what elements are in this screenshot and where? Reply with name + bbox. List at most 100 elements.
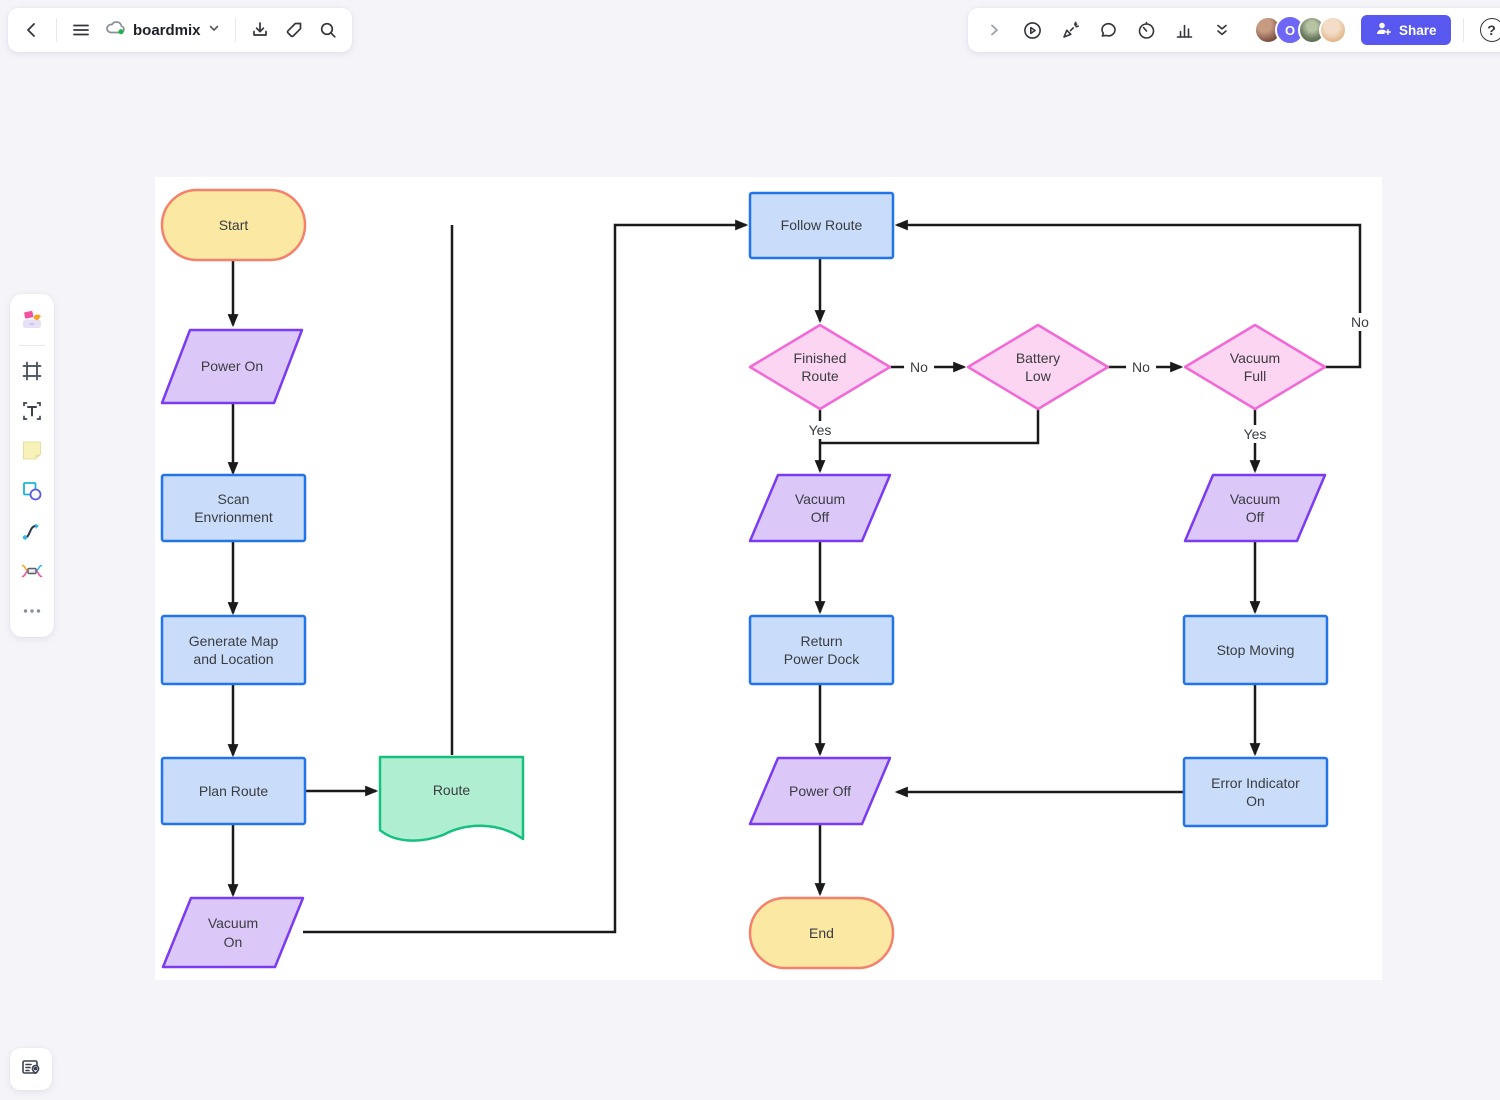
node-finished-route[interactable]: Finished Route: [793, 349, 847, 384]
node-shape-battery-low[interactable]: [966, 323, 1110, 411]
shapes-icon: [20, 479, 44, 503]
node-vacuum-on[interactable]: Vacuum On: [207, 915, 259, 950]
search-icon: [318, 20, 338, 40]
board-title-menu[interactable]: boardmix: [99, 18, 227, 43]
double-chevron-down-icon: [1213, 21, 1231, 39]
node-shape-vacuum-on[interactable]: [161, 896, 305, 969]
node-shape-power-on[interactable]: [160, 328, 304, 405]
node-plan-route[interactable]: Plan Route: [198, 782, 269, 799]
bar-chart-icon: [1174, 20, 1195, 41]
node-shape-follow-route[interactable]: [748, 191, 895, 260]
edge-label-no-2[interactable]: No: [1345, 313, 1375, 331]
node-power-on[interactable]: Power On: [200, 358, 264, 375]
node-shape-error-indicator-on[interactable]: [1182, 756, 1329, 828]
topbar-right: O Share ?: [968, 8, 1500, 52]
vote-chart-button[interactable]: [1168, 14, 1200, 46]
node-vacuum-full[interactable]: Vacuum Full: [1229, 349, 1281, 384]
templates-icon: [19, 307, 45, 333]
node-battery-low[interactable]: Battery Low: [1015, 349, 1061, 384]
share-button[interactable]: Share: [1361, 15, 1451, 45]
edge-vacuum-on-to-follow-route[interactable]: [303, 219, 749, 934]
node-shape-return-power-dock[interactable]: [748, 614, 895, 686]
timer-icon: [1136, 20, 1157, 41]
node-power-off[interactable]: Power Off: [789, 782, 851, 799]
node-start[interactable]: Start: [218, 216, 249, 233]
node-shape-stop-moving[interactable]: [1182, 614, 1329, 686]
sticky-note-tool[interactable]: [14, 433, 50, 469]
node-shape-scan-environment[interactable]: [160, 473, 307, 543]
ellipsis-icon: [20, 599, 44, 623]
more-tools[interactable]: [14, 593, 50, 629]
node-stop-moving[interactable]: Stop Moving: [1216, 641, 1295, 658]
divider: [56, 18, 57, 42]
edge-vacuum-full-no-loop[interactable]: [894, 219, 1362, 369]
edge-battery-low-yes-join[interactable]: [820, 409, 1040, 445]
topbar-left: boardmix: [8, 8, 352, 52]
node-vacuum-off-mid[interactable]: Vacuum Off: [794, 490, 846, 525]
comments-button[interactable]: [1092, 14, 1124, 46]
chat-bubble-icon: [1098, 20, 1119, 41]
divider: [234, 18, 236, 42]
import-download-icon: [250, 20, 270, 40]
timer-button[interactable]: [1130, 14, 1162, 46]
chevron-down-icon: [207, 21, 221, 40]
collaborator-avatars: O: [1254, 15, 1347, 45]
connector-tool[interactable]: [14, 513, 50, 549]
node-shape-vacuum-off-mid[interactable]: [748, 473, 892, 543]
text-tool[interactable]: [14, 393, 50, 429]
laser-pointer-button[interactable]: [1054, 14, 1086, 46]
chevron-left-icon: [22, 20, 42, 40]
mindmap-tool[interactable]: [14, 553, 50, 589]
main-menu-button[interactable]: [65, 14, 97, 46]
node-shape-vacuum-off-right[interactable]: [1183, 473, 1327, 543]
node-return-power-dock[interactable]: Return Power Dock: [783, 632, 860, 667]
board-name: boardmix: [133, 21, 201, 39]
divider: [1462, 18, 1464, 42]
person-add-icon: [1375, 20, 1392, 40]
boardmix-logo-icon: [105, 18, 127, 43]
edge-label-yes-3[interactable]: Yes: [802, 421, 838, 439]
mindmap-icon: [19, 558, 45, 584]
laser-pointer-icon: [1060, 20, 1081, 41]
node-shape-generate-map[interactable]: [160, 614, 307, 686]
tag-button[interactable]: [278, 14, 310, 46]
search-button[interactable]: [312, 14, 344, 46]
node-error-indicator-on[interactable]: Error Indicator On: [1211, 774, 1300, 809]
frame-icon: [20, 359, 44, 383]
templates-tool[interactable]: [14, 302, 50, 338]
back-button[interactable]: [16, 14, 48, 46]
map-navigator-icon: [19, 1055, 43, 1084]
edge-label-yes-4[interactable]: Yes: [1237, 425, 1273, 443]
hamburger-icon: [71, 20, 91, 40]
shapes-tool[interactable]: [14, 473, 50, 509]
help-icon: ?: [1479, 18, 1500, 42]
present-button[interactable]: [1016, 14, 1048, 46]
map-navigator-button[interactable]: [10, 1048, 52, 1090]
node-shape-finished-route[interactable]: [748, 323, 892, 411]
more-tools-button[interactable]: [1206, 14, 1238, 46]
edge-label-no-0[interactable]: No: [904, 358, 934, 376]
node-follow-route[interactable]: Follow Route: [780, 217, 863, 234]
edge-label-no-1[interactable]: No: [1126, 358, 1156, 376]
node-generate-map[interactable]: Generate Map and Location: [188, 632, 279, 667]
node-shape-plan-route[interactable]: [160, 756, 307, 826]
node-vacuum-off-right[interactable]: Vacuum Off: [1229, 490, 1281, 525]
node-shape-end[interactable]: [748, 896, 895, 970]
tag-icon: [284, 20, 304, 40]
node-route-doc[interactable]: Route: [432, 781, 471, 798]
sticky-note-icon: [19, 438, 45, 464]
frame-tool[interactable]: [14, 353, 50, 389]
connector-icon: [20, 519, 44, 543]
node-shape-vacuum-full[interactable]: [1183, 323, 1327, 411]
node-end[interactable]: End: [809, 924, 834, 941]
node-shape-power-off[interactable]: [748, 756, 892, 826]
divider: [19, 345, 45, 346]
node-shape-start[interactable]: [160, 188, 307, 262]
import-button[interactable]: [244, 14, 276, 46]
collapse-toolbar-button[interactable]: [978, 14, 1010, 46]
avatar[interactable]: [1319, 16, 1347, 44]
node-scan-environment[interactable]: Scan Envrionment: [194, 490, 273, 525]
help-button[interactable]: ?: [1476, 14, 1500, 46]
node-shape-route-doc[interactable]: [378, 755, 525, 842]
